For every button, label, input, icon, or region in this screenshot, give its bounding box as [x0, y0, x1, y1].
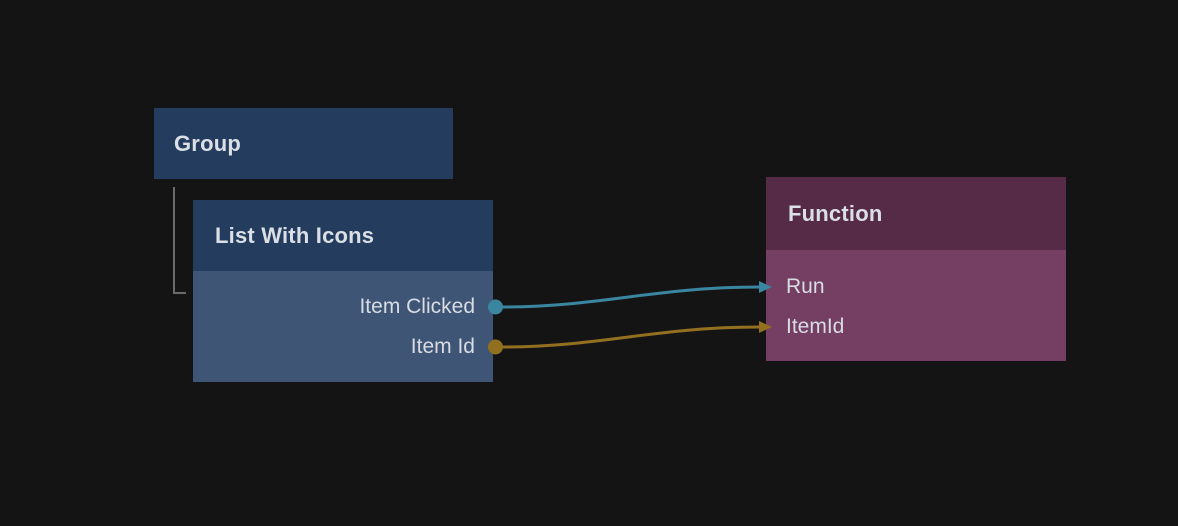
- output-row-item-id: Item Id: [193, 327, 503, 367]
- node-list-with-icons-body: Item Clicked Item Id: [193, 271, 503, 382]
- node-list-with-icons[interactable]: List With Icons Item Clicked Item Id: [193, 200, 503, 382]
- node-group[interactable]: Group: [154, 108, 453, 179]
- edge-item-id-to-itemid[interactable]: [500, 321, 772, 349]
- input-row-run: Run: [766, 267, 1066, 307]
- edge-item-clicked-to-run[interactable]: [500, 281, 772, 309]
- output-port-item-clicked[interactable]: [488, 299, 503, 315]
- node-list-with-icons-title: List With Icons: [215, 222, 375, 248]
- output-label-item-clicked: Item Clicked: [359, 295, 475, 318]
- node-function-header[interactable]: Function: [766, 177, 1066, 250]
- node-list-with-icons-header[interactable]: List With Icons: [193, 200, 493, 271]
- edge-wire[interactable]: [500, 285, 761, 309]
- output-port-item-id[interactable]: [488, 339, 503, 355]
- node-function-body: Run ItemId: [766, 250, 1066, 361]
- input-label-run: Run: [786, 275, 825, 298]
- node-function[interactable]: Function Run ItemId: [766, 177, 1066, 361]
- node-group-title: Group: [174, 130, 241, 156]
- hierarchy-connector-line: [173, 187, 186, 294]
- input-label-itemid: ItemId: [786, 315, 845, 338]
- input-row-itemid: ItemId: [766, 307, 1066, 347]
- output-label-item-id: Item Id: [410, 335, 475, 358]
- output-row-item-clicked: Item Clicked: [193, 287, 503, 327]
- node-function-title: Function: [788, 200, 883, 226]
- edge-wire[interactable]: [500, 325, 761, 349]
